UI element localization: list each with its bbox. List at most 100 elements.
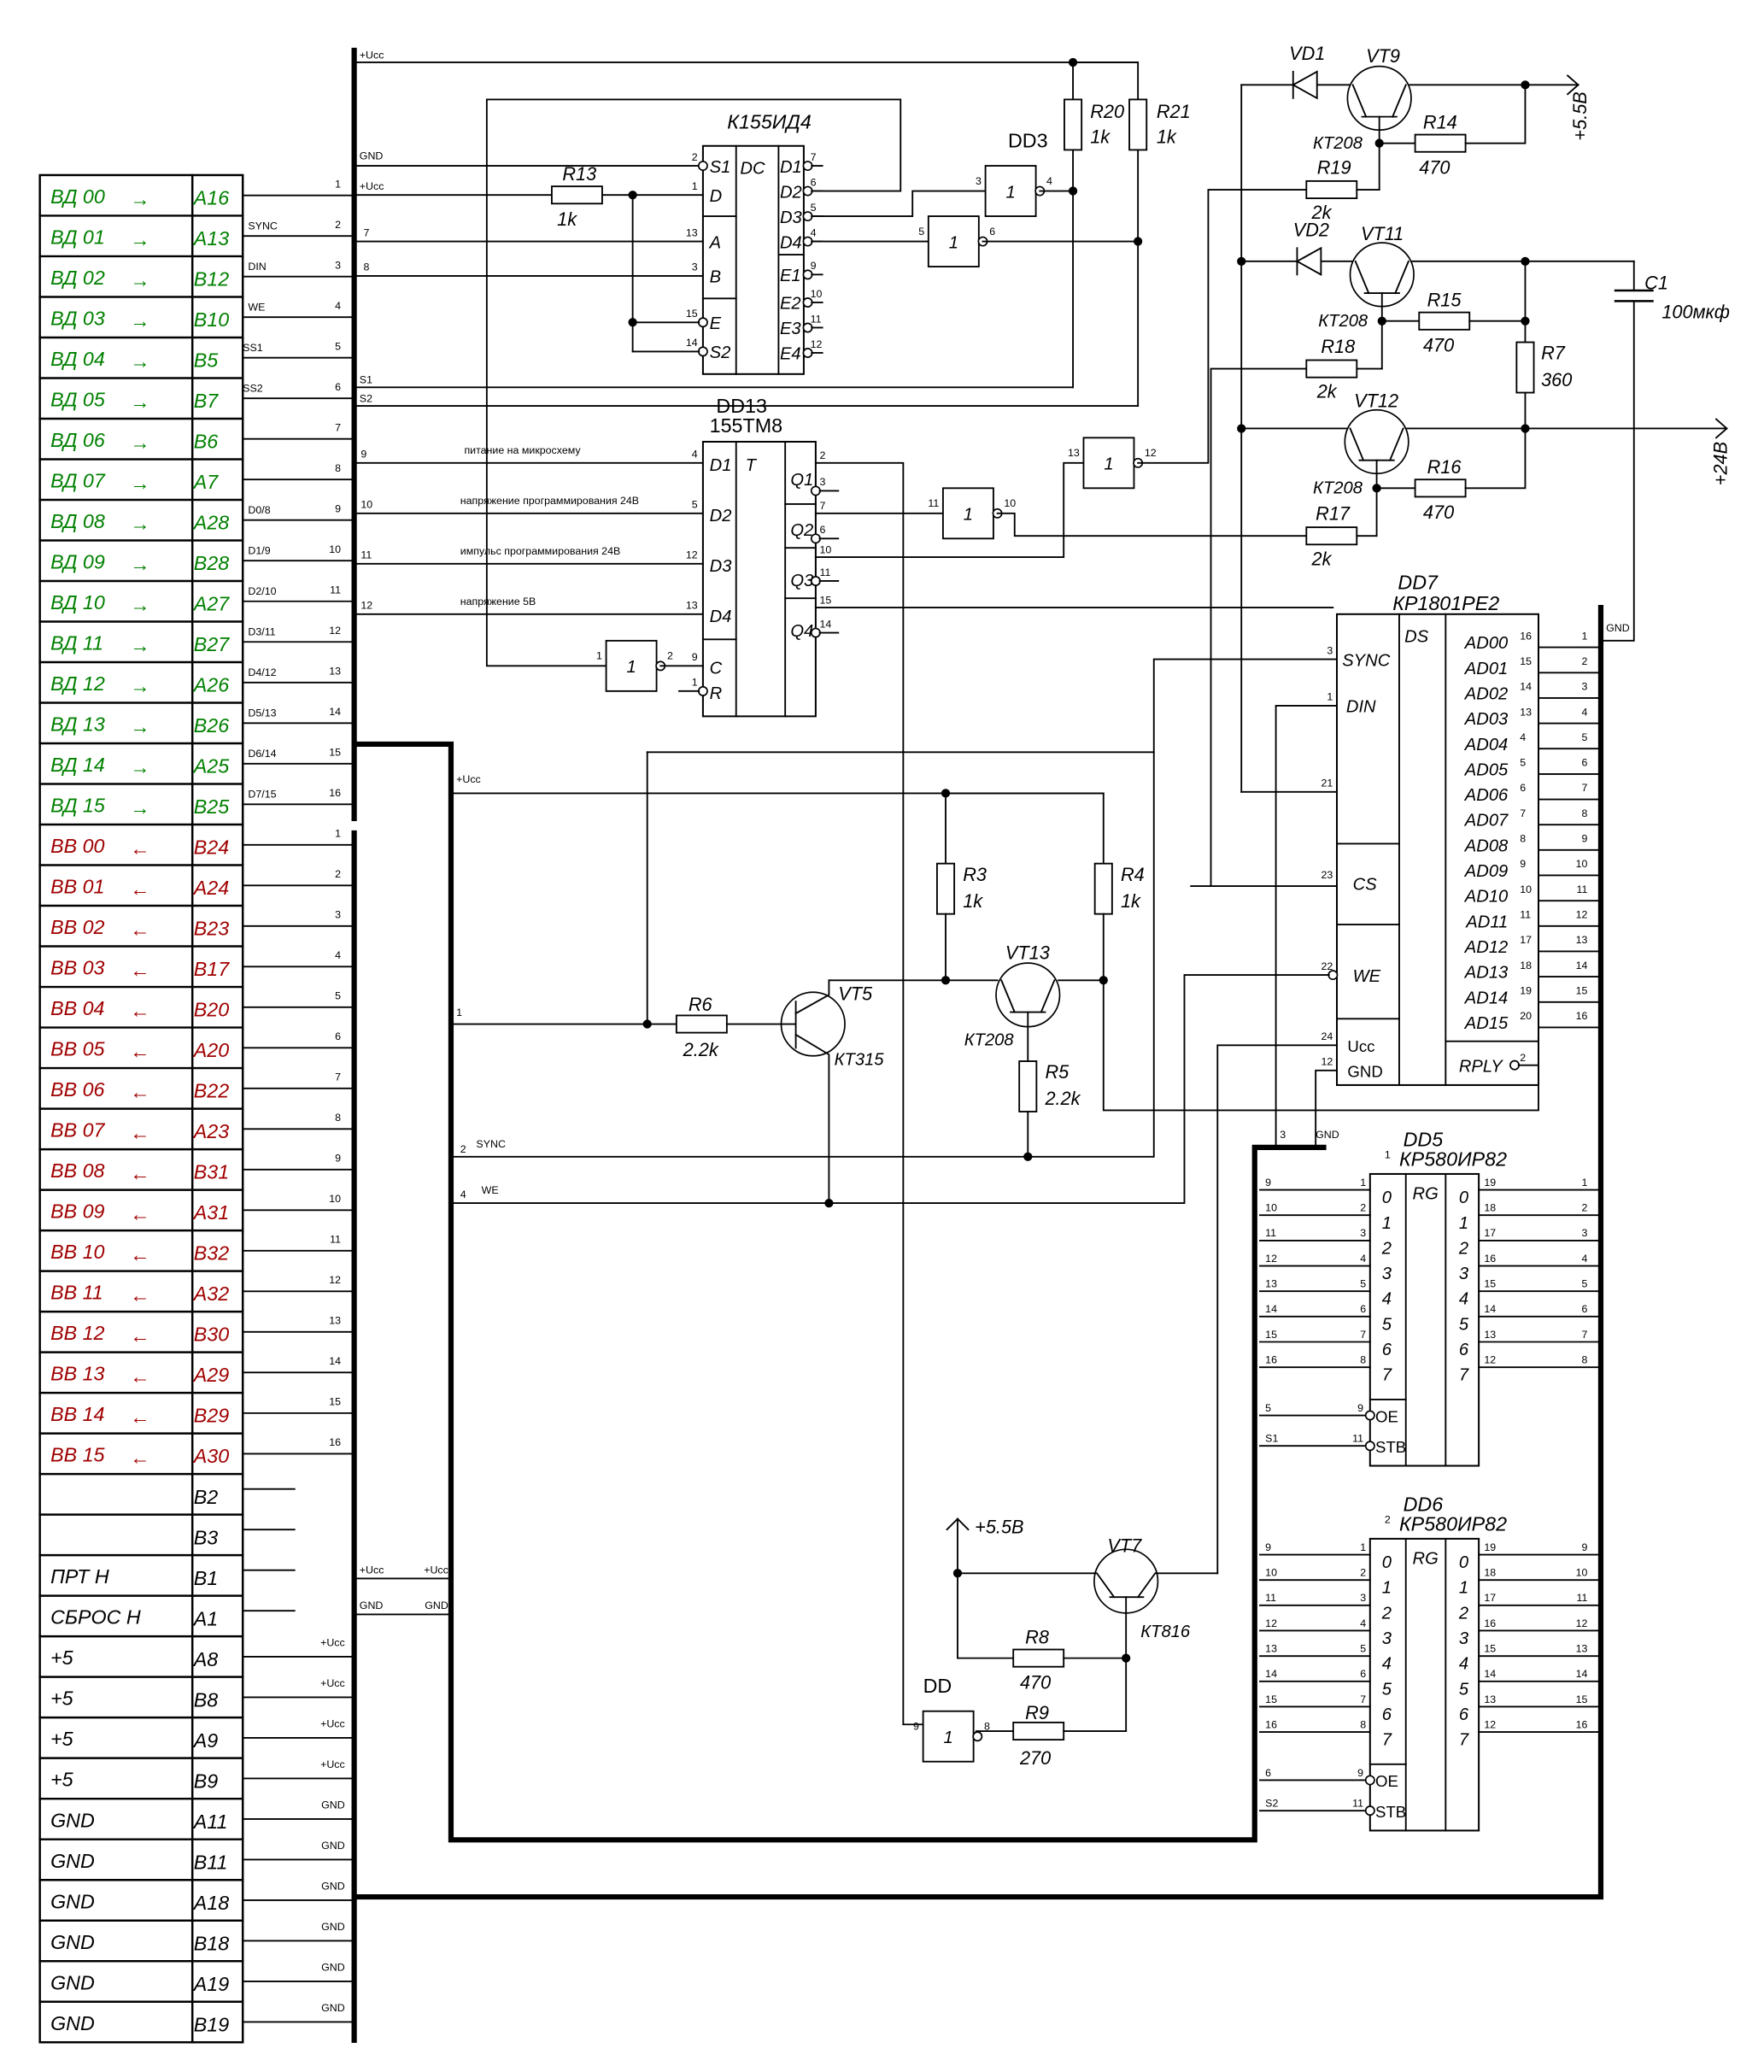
connector-pin: B23 bbox=[194, 918, 229, 940]
pin-number: 1 bbox=[1360, 1541, 1366, 1553]
connector-pin: B27 bbox=[194, 633, 230, 655]
pin-number: 4 bbox=[1360, 1253, 1366, 1265]
label: 270 bbox=[1019, 1747, 1051, 1769]
bus-number: 6 bbox=[1582, 757, 1588, 769]
label: VT12 bbox=[1354, 390, 1398, 412]
rail-label: +24В bbox=[1709, 442, 1731, 485]
connector-pin: B1 bbox=[194, 1567, 218, 1589]
pin-number: 17 bbox=[1520, 934, 1532, 946]
connector-signal: ВД 09 bbox=[50, 551, 105, 573]
pin-number: 14 bbox=[820, 618, 832, 630]
bus-number: 11 bbox=[1577, 1592, 1588, 1604]
pin-number: 7 bbox=[1360, 1329, 1366, 1341]
pin-number: 15 bbox=[1484, 1278, 1496, 1290]
connector-signal: +5 bbox=[50, 1688, 73, 1710]
inversion-bubble bbox=[697, 346, 708, 357]
direction-arrow-icon: ← bbox=[130, 1081, 149, 1103]
direction-arrow-icon: ← bbox=[130, 1284, 149, 1306]
bus-number: 12 bbox=[1265, 1617, 1277, 1629]
inversion-bubble bbox=[802, 347, 813, 358]
pin-name: 5 bbox=[1382, 1680, 1392, 1699]
label: GND bbox=[425, 1599, 448, 1611]
connector-pin: A31 bbox=[192, 1201, 229, 1224]
label: КТ208 bbox=[964, 1030, 1015, 1049]
pin-name: STB bbox=[1375, 1803, 1406, 1821]
wire-number: 4 bbox=[335, 300, 341, 312]
pin-name: A bbox=[709, 233, 721, 252]
connector-signal: ВД 04 bbox=[50, 348, 105, 370]
inversion-bubble bbox=[697, 317, 708, 328]
chip-title: КР580ИР82 bbox=[1399, 1513, 1507, 1535]
gate-symbol: 1 bbox=[1005, 183, 1015, 202]
pin-number: 8 bbox=[1360, 1718, 1366, 1730]
bus-number: 13 bbox=[1265, 1278, 1277, 1290]
label: 470 bbox=[1423, 334, 1454, 355]
pin-name: D3 bbox=[710, 557, 733, 576]
bus-number: 10 bbox=[1576, 858, 1588, 870]
pin-number: 15 bbox=[1520, 655, 1532, 667]
wire-name: D1/9 bbox=[248, 544, 270, 556]
connector-signal: ВД 12 bbox=[50, 672, 105, 695]
connector-pin: B8 bbox=[194, 1688, 219, 1711]
wire-number: 7 bbox=[335, 1071, 341, 1083]
wire-number: 3 bbox=[335, 908, 341, 920]
gate-g_q3 bbox=[1082, 437, 1135, 490]
connector-signal: ВД 11 bbox=[50, 632, 103, 654]
pin-number: 9 bbox=[692, 651, 698, 663]
wire bbox=[450, 658, 1338, 1158]
wire-name: GND bbox=[321, 1962, 345, 1974]
pin-number: 23 bbox=[1322, 869, 1333, 881]
resistor-r17 bbox=[1305, 526, 1358, 546]
wire-number: 15 bbox=[329, 746, 341, 758]
wire-number: 5 bbox=[335, 340, 341, 352]
pin-name: D1 bbox=[780, 158, 802, 177]
direction-arrow-icon: ← bbox=[130, 1324, 149, 1347]
label: SYNC bbox=[476, 1138, 506, 1150]
pin-name: 0 bbox=[1382, 1553, 1392, 1572]
label: C1 bbox=[1644, 272, 1668, 293]
pin-name: 3 bbox=[1459, 1629, 1469, 1648]
gate-ref: DD bbox=[923, 1675, 952, 1697]
label: S1 bbox=[360, 374, 372, 386]
wire-number: 9 bbox=[335, 502, 341, 514]
label: WE bbox=[482, 1184, 499, 1196]
label: 2k bbox=[1311, 548, 1333, 569]
chip-title: К155ИД4 bbox=[727, 111, 812, 133]
connector-pin: A27 bbox=[192, 593, 230, 615]
pin-number: 11 bbox=[1352, 1433, 1363, 1445]
wire bbox=[1275, 704, 1338, 1148]
bus-number: S1 bbox=[1265, 1433, 1278, 1445]
label: GND bbox=[360, 1599, 384, 1611]
bus-number: 9 bbox=[1265, 1541, 1271, 1553]
wire bbox=[1464, 84, 1527, 144]
connector-pin: A20 bbox=[192, 1039, 229, 1061]
pin-number: 4 bbox=[1360, 1617, 1366, 1629]
bus-number: 14 bbox=[1576, 1668, 1588, 1680]
inversion-bubble bbox=[697, 161, 708, 172]
wire bbox=[351, 741, 1327, 1843]
wire-number: 13 bbox=[329, 1315, 341, 1327]
connector-pin: A23 bbox=[192, 1120, 229, 1142]
connector-pin: B31 bbox=[194, 1161, 229, 1183]
pin-number: 2 bbox=[1360, 1202, 1366, 1214]
wire bbox=[485, 98, 902, 667]
label: 1 bbox=[456, 1007, 462, 1018]
annotation: напряжение 5В bbox=[460, 596, 536, 608]
pin-number: 1 bbox=[692, 180, 698, 192]
pin-number: 13 bbox=[1484, 1693, 1496, 1705]
connector-signal: СБРОС Н bbox=[50, 1606, 141, 1629]
pin-name: AD05 bbox=[1464, 760, 1509, 779]
pin-name: D1 bbox=[710, 456, 732, 475]
pin-name: E3 bbox=[780, 320, 801, 338]
label: КТ208 bbox=[1318, 312, 1368, 331]
wire-number: 2 bbox=[335, 219, 341, 231]
pin-name: S2 bbox=[710, 343, 731, 362]
connector-pin: A9 bbox=[192, 1729, 219, 1752]
direction-arrow-icon: ← bbox=[130, 919, 149, 941]
pin-number: 6 bbox=[820, 524, 826, 536]
label: 8 bbox=[363, 261, 369, 273]
label: R4 bbox=[1121, 864, 1145, 885]
pin-number: 11 bbox=[811, 313, 822, 325]
direction-arrow-icon: ← bbox=[130, 1447, 149, 1469]
inversion-bubble bbox=[972, 1731, 983, 1742]
